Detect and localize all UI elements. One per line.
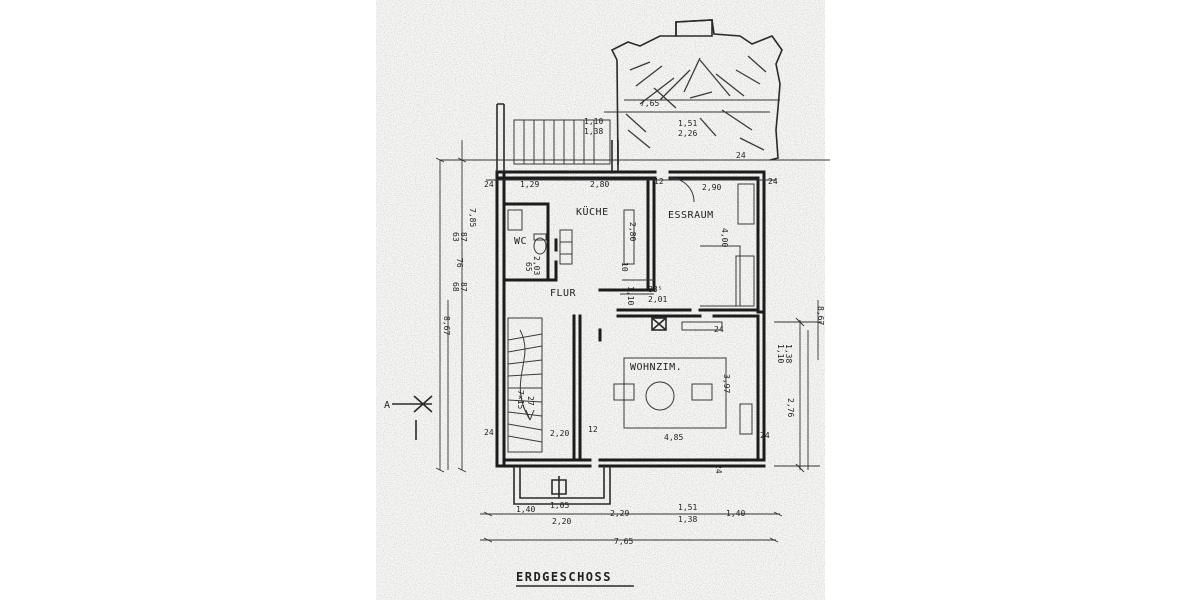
dim-top-24c: 24 xyxy=(736,151,746,160)
dim-flur-1-10: 1,10 xyxy=(626,286,635,305)
dim-side-7-85: 7,85 xyxy=(468,208,477,227)
dim-top-1-10: 1,10 xyxy=(584,117,603,126)
exterior-walls xyxy=(495,103,766,468)
dim-top-1-51: 1,51 xyxy=(678,119,697,128)
dim-right-2-76: 2,76 xyxy=(786,398,795,417)
wc-fixtures xyxy=(507,209,547,255)
plan-title: ERDGESCHOSS xyxy=(516,570,612,584)
dim-flur-2-01: 2,01 xyxy=(648,295,667,304)
dim-bot-2-29: 2,29 xyxy=(610,509,629,518)
room-label-wohnzimmer: WOHNZIM. xyxy=(630,362,682,373)
dim-wz-24d: 24 xyxy=(714,464,723,474)
dim-row-2-80: 2,80 xyxy=(590,180,609,189)
upper-stairs xyxy=(513,119,611,165)
dim-bot-1-38: 1,38 xyxy=(678,515,697,524)
chimney xyxy=(651,317,667,331)
dim-top-1-38: 1,38 xyxy=(584,127,603,136)
dim-stair-27: 27 xyxy=(526,396,535,406)
dim-flur-10: 10 xyxy=(620,262,629,272)
dim-stair-7-15: 7×15 xyxy=(516,390,525,409)
dim-right-1-38: 1,38 xyxy=(784,344,793,363)
section-marker-a xyxy=(392,395,433,440)
dim-row-24b: 24 xyxy=(768,177,778,186)
dim-essraum-depth: 4,00 xyxy=(720,228,729,247)
room-label-wc: WC xyxy=(514,236,527,247)
dim-bot-2-20: 2,20 xyxy=(552,517,571,526)
dim-wc-2-03: 2,03 xyxy=(532,256,541,275)
dim-flur-88: 88⁵ xyxy=(648,285,662,294)
dim-bot-1-51: 1,51 xyxy=(678,503,697,512)
dim-stair-2-20: 2,20 xyxy=(550,429,569,438)
dim-wz-4-85: 4,85 xyxy=(664,433,683,442)
room-label-kueche: KÜCHE xyxy=(576,205,609,218)
dim-bot-1-40a: 1,40 xyxy=(516,505,535,514)
dimension-lines xyxy=(435,99,830,543)
dim-wc-87b: 87 xyxy=(459,282,468,292)
dim-row-24a: 24 xyxy=(484,180,494,189)
section-marker-label: A xyxy=(384,400,391,411)
dim-left-8-67: 8,67 xyxy=(442,316,451,335)
dim-wz-24b: 24 xyxy=(484,428,494,437)
dim-wz-12: 12 xyxy=(588,425,598,434)
dim-wc-87: 87 xyxy=(459,232,468,242)
dim-wc-68: 68 xyxy=(451,282,460,292)
dim-row-2-90: 2,90 xyxy=(702,183,721,192)
dim-kueche-depth: 2,80 xyxy=(628,222,637,241)
dim-wz-24a: 24 xyxy=(714,325,724,334)
dim-right-1-10: 1,10 xyxy=(776,344,785,363)
dim-bot-1-40b: 1,40 xyxy=(726,509,745,518)
dim-wc-76: 76 xyxy=(455,258,464,268)
dim-terrace-width: 7,65 xyxy=(640,99,659,108)
essraum-furniture xyxy=(669,177,755,307)
dim-top-2-26: 2,26 xyxy=(678,129,697,138)
dim-wz-3-97: 3,97 xyxy=(722,374,731,393)
dim-bot-7-65: 7,65 xyxy=(614,537,633,546)
interior-walls xyxy=(502,176,760,462)
dim-wz-24c: 24 xyxy=(760,431,770,440)
entrance xyxy=(513,466,611,505)
living-room-furniture xyxy=(613,321,753,435)
dim-row-12: 12 xyxy=(654,177,664,186)
dim-wc-65: 65 xyxy=(524,262,533,272)
dim-bot-1-05: 1,05 xyxy=(550,501,569,510)
main-staircase xyxy=(507,317,543,453)
terrace xyxy=(610,19,783,166)
room-label-flur: FLUR xyxy=(550,288,577,299)
room-label-essraum: ESSRAUM xyxy=(668,210,714,221)
dim-row-1-29: 1,29 xyxy=(520,180,539,189)
dim-wc-63: 63 xyxy=(451,232,460,242)
kitchen-counter xyxy=(559,209,635,265)
dim-right-edge: 8,67 xyxy=(816,306,825,325)
